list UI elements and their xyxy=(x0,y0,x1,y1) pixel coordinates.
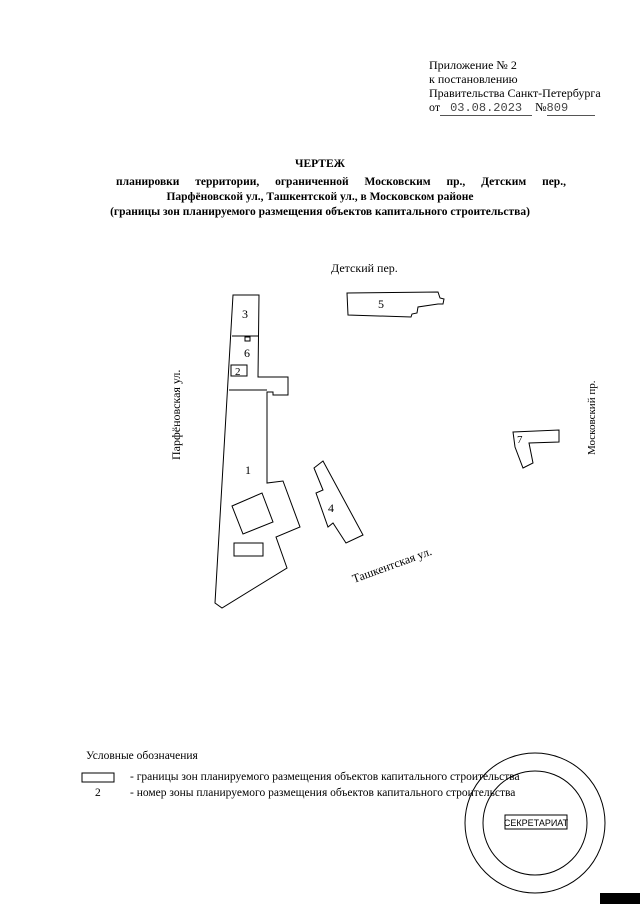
title-line3: (границы зон планируемого размещения объ… xyxy=(110,206,530,218)
stamp-center: СЕКРЕТАРИАТ xyxy=(504,818,569,828)
zone-7-outline xyxy=(512,429,560,469)
zone-label-2: 2 xyxy=(235,366,241,378)
inner-rect xyxy=(233,542,264,557)
legend-item-boundary: - границы зон планируемого размещения об… xyxy=(130,771,520,783)
zone-label-7: 7 xyxy=(517,434,523,446)
zone-4-outline xyxy=(313,460,364,544)
legend-item-number: - номер зоны планируемого размещения объ… xyxy=(130,787,516,799)
zone-label-1: 1 xyxy=(245,463,251,477)
street-south: Ташкентская ул. xyxy=(350,544,433,586)
zone-5-outline xyxy=(346,291,445,318)
inner-square xyxy=(231,492,274,535)
legend-heading: Условные обозначения xyxy=(86,750,198,762)
street-east: Московский пр. xyxy=(586,380,598,455)
zone-6-marker xyxy=(244,336,251,342)
decree-date: 03.08.2023 xyxy=(440,101,533,116)
zone-label-4: 4 xyxy=(328,501,334,515)
legend-boundary-symbol xyxy=(81,772,115,783)
zone-label-5: 5 xyxy=(378,297,384,311)
document-title: ЧЕРТЕЖ xyxy=(295,158,345,170)
zone-outline-main xyxy=(214,294,301,609)
appendix-line3: Правительства Санкт-Петербурга xyxy=(429,86,601,100)
appendix-title: Приложение № 2 xyxy=(429,58,517,72)
street-north: Детский пер. xyxy=(331,261,398,275)
street-west: Парфёновская ул. xyxy=(169,370,183,460)
decree-number: 809 xyxy=(546,101,595,116)
zone-2-outline xyxy=(230,364,248,377)
title-line2: Парфёновской ул., Ташкентской ул., в Мос… xyxy=(166,191,474,203)
page-edge-mark xyxy=(600,893,640,904)
zone-label-6: 6 xyxy=(244,346,250,360)
legend-number-symbol: 2 xyxy=(95,787,101,799)
official-stamp: СЕКРЕТАРИАТ xyxy=(464,752,606,894)
zone-label-3: 3 xyxy=(242,307,248,321)
appendix-header: Приложение № 2 к постановлению Правитель… xyxy=(429,58,601,116)
appendix-line2: к постановлению xyxy=(429,72,518,86)
